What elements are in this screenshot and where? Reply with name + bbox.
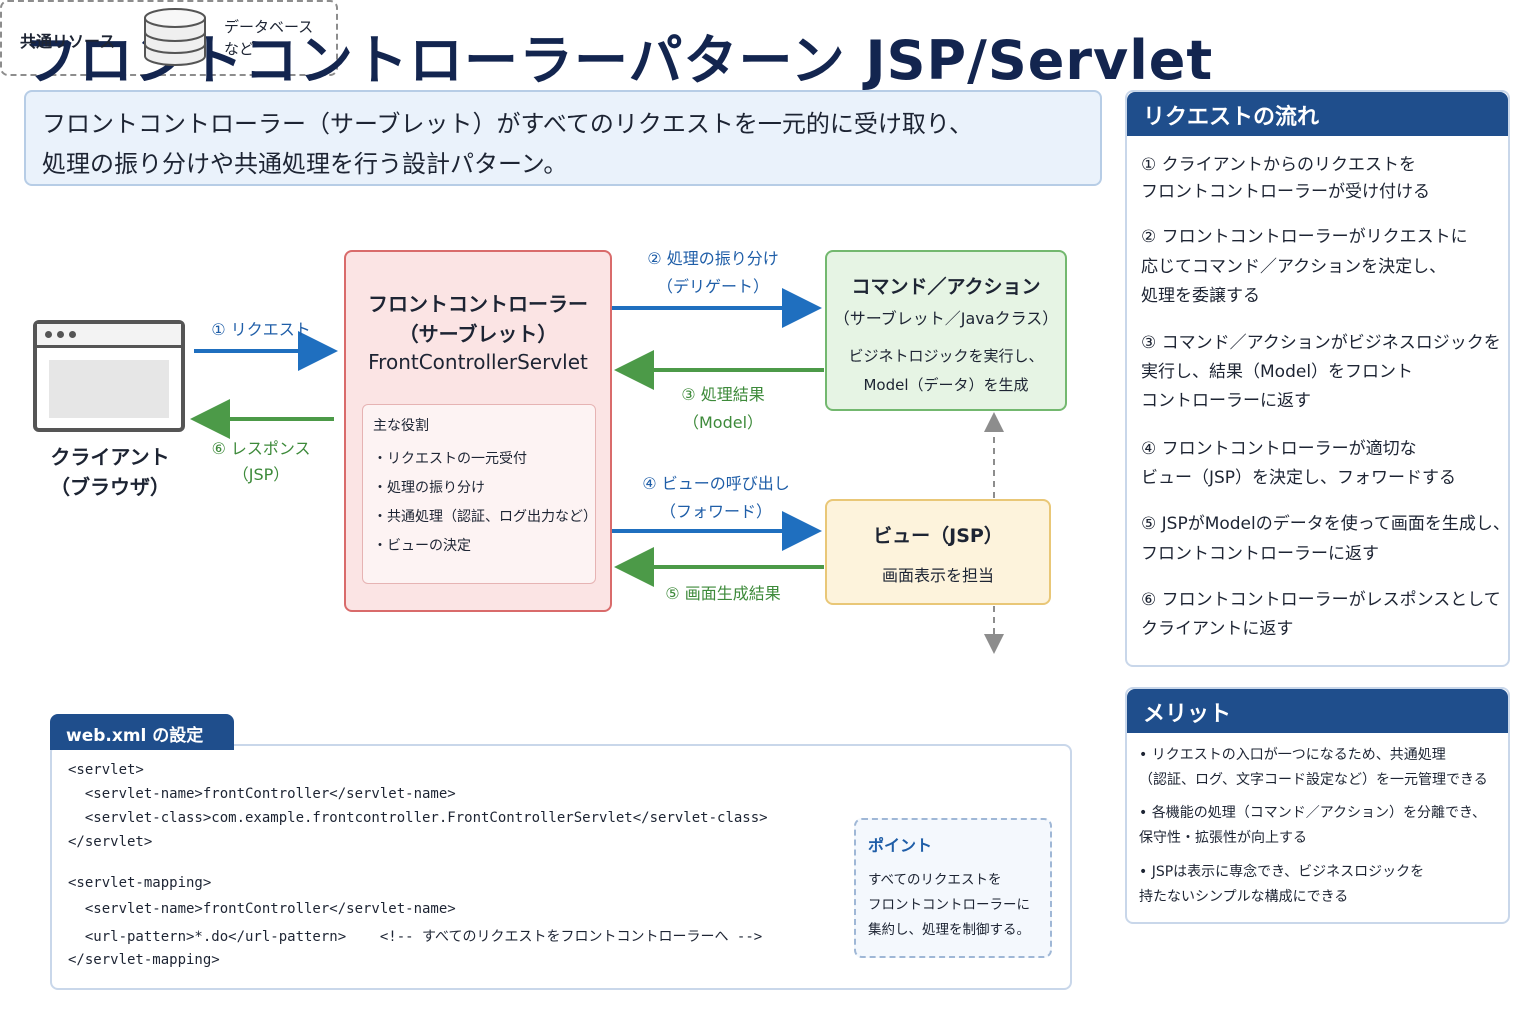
label-response: ⑥ レスポンス （JSP） bbox=[211, 439, 311, 484]
intro-line-1: フロントコントローラー（サーブレット）がすべてのリクエストを一元的に受け取り、 bbox=[42, 110, 973, 138]
label-delegate: ② 処理の振り分け （デリゲート） bbox=[647, 249, 779, 296]
code-line: <servlet-name>frontController</servlet-n… bbox=[68, 786, 456, 802]
point-line: フロントコントローラーに bbox=[868, 897, 1030, 913]
command-desc-1: ビジネトロジックを実行し、 bbox=[848, 347, 1044, 365]
merit-item: • 各機能の処理（コマンド／アクション）を分離でき、 bbox=[1139, 805, 1487, 821]
flow-item: 応じてコマンド／アクションを決定し、 bbox=[1141, 257, 1447, 277]
front-controller-box: フロントコントローラー （サーブレット） FrontControllerServ… bbox=[344, 250, 612, 612]
merit-item: • リクエストの入口が一つになるため、共通処理 bbox=[1139, 747, 1446, 763]
flow-item: ③ コマンド／アクションがビジネスロジックを bbox=[1141, 333, 1501, 353]
page-title: フロントコントローラーパターン JSP/Servlet bbox=[24, 29, 1214, 92]
resources-label: 共通リソース bbox=[20, 32, 116, 51]
flow-item: ① クライアントからのリクエストを bbox=[1141, 155, 1416, 175]
flow-item: コントローラーに返す bbox=[1141, 391, 1311, 411]
roles-heading: 主な役割 bbox=[373, 418, 429, 434]
code-line: <url-pattern>*.do</url-pattern> <!-- すべて… bbox=[68, 929, 763, 945]
role-item: ・処理の振り分け bbox=[373, 480, 485, 496]
command-title-1: コマンド／アクション bbox=[851, 276, 1041, 298]
code-line: </servlet> bbox=[68, 834, 153, 850]
merit-item: （認証、ログ、文字コード設定など）を一元管理できる bbox=[1139, 772, 1488, 788]
client-label: クライアント （ブラウザ） bbox=[50, 445, 170, 499]
front-controller-title-2: （サーブレット） bbox=[398, 322, 558, 346]
flow-item: ⑤ JSPがModelのデータを使って画面を生成し、 bbox=[1141, 514, 1510, 534]
point-heading: ポイント bbox=[868, 836, 933, 855]
view-title: ビュー（JSP） bbox=[873, 525, 1003, 547]
command-title-2: （サーブレット／Javaクラス） bbox=[833, 309, 1059, 328]
point-box: ポイント すべてのリクエストを フロントコントローラーに 集約し、処理を制御する… bbox=[854, 818, 1052, 958]
command-box: コマンド／アクション （サーブレット／Javaクラス） ビジネトロジックを実行し… bbox=[825, 250, 1067, 411]
view-box: ビュー（JSP） 画面表示を担当 bbox=[825, 499, 1051, 605]
flow-item: フロントコントローラーが受け付ける bbox=[1141, 182, 1430, 202]
merit-item: 保守性・拡張性が向上する bbox=[1139, 830, 1307, 846]
flow-item: ② フロントコントローラーがリクエストに bbox=[1141, 227, 1468, 247]
roles-box: 主な役割 ・リクエストの一元受付 ・処理の振り分け ・共通処理（認証、ログ出力な… bbox=[362, 404, 597, 584]
webxml-tab: web.xml の設定例 bbox=[50, 714, 234, 771]
label-model-result: ③ 処理結果 （Model） bbox=[681, 385, 765, 432]
role-item: ・ビューの決定 bbox=[373, 538, 471, 554]
intro-line-2: 処理の振り分けや共通処理を行う設計パターン。 bbox=[42, 150, 568, 178]
shared-resources-box: 共通リソース データベース など bbox=[0, 0, 338, 76]
browser-icon bbox=[33, 320, 185, 432]
merit-item: 持たないシンプルな構成にできる bbox=[1139, 889, 1349, 905]
merit-panel: メリット • リクエストの入口が一つになるため、共通処理 （認証、ログ、文字コー… bbox=[1125, 687, 1510, 924]
front-controller-class: FrontControllerServlet bbox=[368, 350, 588, 374]
intro-box: フロントコントローラー（サーブレット）がすべてのリクエストを一元的に受け取り、 … bbox=[24, 90, 1102, 186]
database-label: データベース など bbox=[224, 18, 314, 58]
flow-item: 実行し、結果（Model）をフロント bbox=[1141, 362, 1414, 382]
flow-item: ④ フロントコントローラーが適切な bbox=[1141, 439, 1417, 459]
merit-panel-heading: メリット bbox=[1127, 689, 1508, 733]
role-item: ・リクエストの一元受付 bbox=[373, 451, 527, 467]
role-item: ・共通処理（認証、ログ出力など） bbox=[373, 509, 597, 525]
flow-item: ⑥ フロントコントローラーがレスポンスとして bbox=[1141, 590, 1501, 610]
flow-panel-heading: リクエストの流れ bbox=[1127, 92, 1508, 136]
command-desc-2: Model（データ）を生成 bbox=[863, 376, 1029, 394]
flow-item: フロントコントローラーに返す bbox=[1141, 544, 1379, 564]
flow-item: 処理を委譲する bbox=[1141, 286, 1260, 306]
code-line: </servlet-mapping> bbox=[68, 952, 220, 968]
point-line: 集約し、処理を制御する。 bbox=[868, 922, 1030, 938]
flow-panel: リクエストの流れ ① クライアントからのリクエストを フロントコントローラーが受… bbox=[1125, 90, 1510, 667]
flow-item: ビュー（JSP）を決定し、フォワードする bbox=[1141, 468, 1457, 488]
code-line: <servlet-name>frontController</servlet-n… bbox=[68, 901, 456, 917]
front-controller-title-1: フロントコントローラー bbox=[368, 292, 588, 316]
code-line: <servlet-class>com.example.frontcontroll… bbox=[68, 810, 768, 826]
database-icon bbox=[144, 8, 206, 66]
label-forward: ④ ビューの呼び出し （フォワード） bbox=[642, 474, 790, 521]
label-request: ① リクエスト bbox=[211, 320, 311, 339]
code-line: <servlet-mapping> bbox=[68, 875, 212, 891]
label-render-result: ⑤ 画面生成結果 bbox=[665, 584, 781, 603]
point-line: すべてのリクエストを bbox=[868, 872, 1002, 888]
merit-item: • JSPは表示に専念でき、ビジネスロジックを bbox=[1139, 864, 1425, 880]
code-line: <servlet> bbox=[68, 762, 144, 778]
flow-item: クライアントに返す bbox=[1141, 619, 1294, 639]
view-desc: 画面表示を担当 bbox=[881, 566, 994, 585]
